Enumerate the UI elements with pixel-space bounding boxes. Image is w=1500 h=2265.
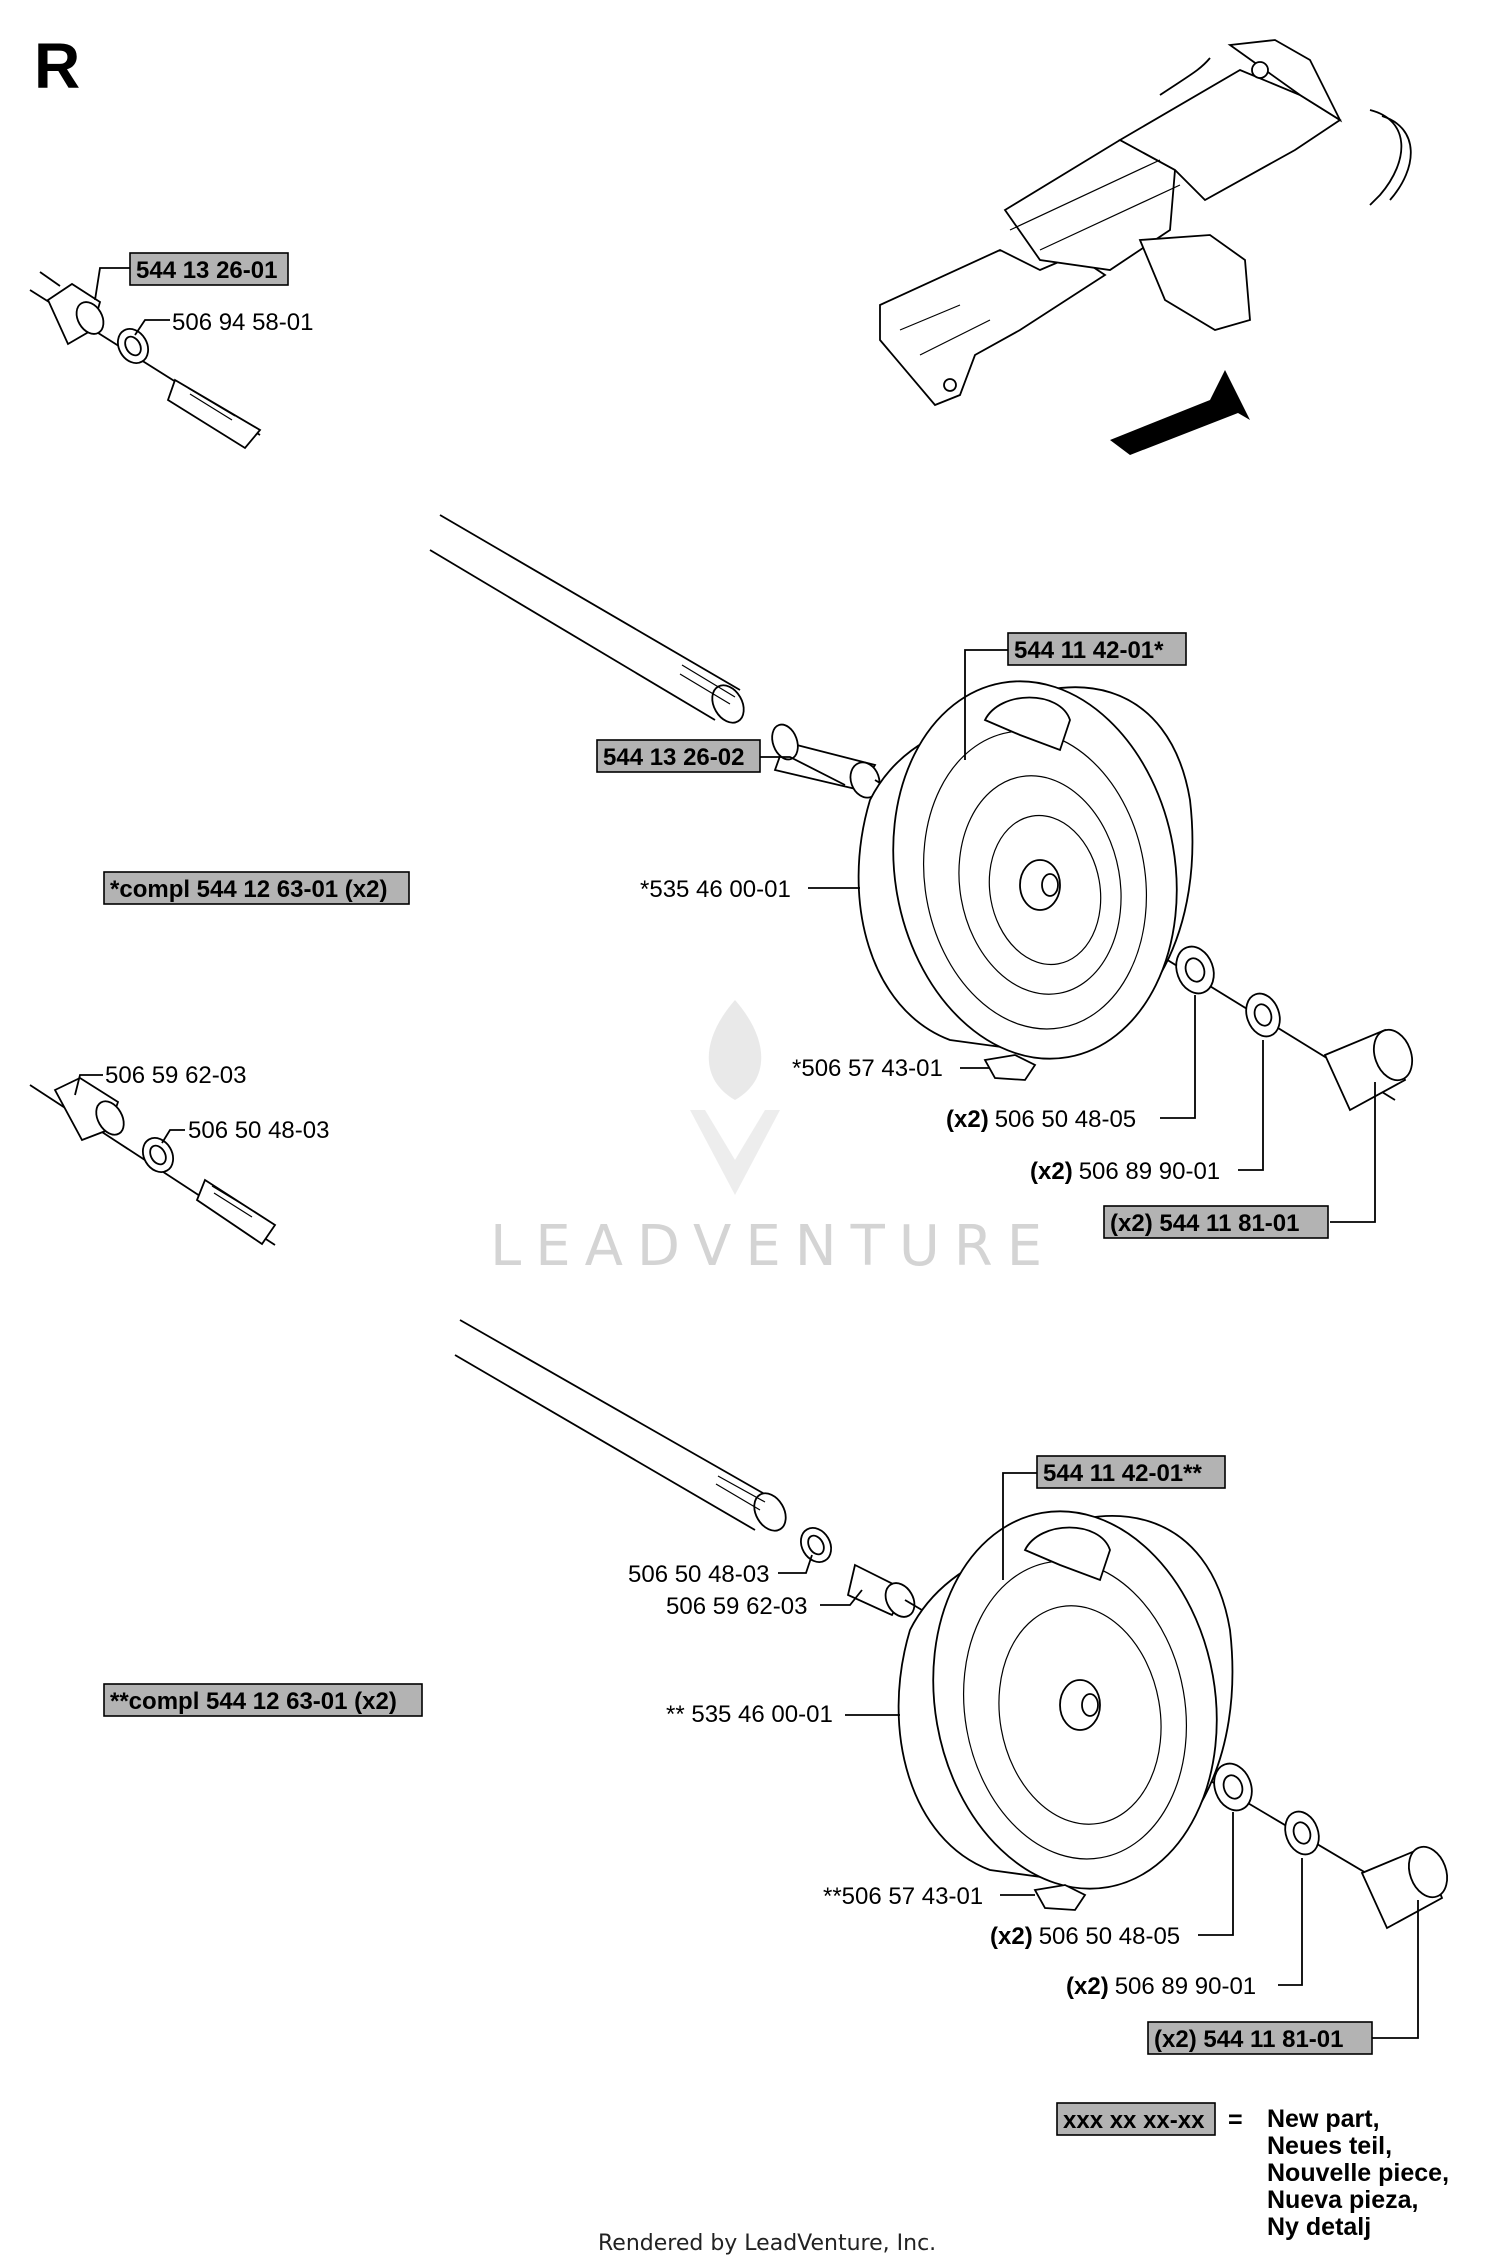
- legend: xxx xx xx-xx = New part, Neues teil, Nou…: [1056, 2102, 1449, 2241]
- middle-axle-detail: [29, 1076, 277, 1246]
- legend-box-text: xxx xx xx-xx: [1063, 2107, 1205, 2134]
- svg-text:**compl 544 12 63-01 (x2): **compl 544 12 63-01 (x2): [110, 1688, 397, 1715]
- tractor-frame-overview: [879, 39, 1412, 407]
- label-wheel1-valve: *506 57 43-01: [792, 1055, 943, 1082]
- svg-text:544 11 42-01**: 544 11 42-01**: [1043, 1460, 1202, 1487]
- label-wheel1-washer: (x2)506 50 48-05: [946, 1106, 1136, 1133]
- label-wheel1-kit: *compl 544 12 63-01 (x2): [103, 871, 410, 905]
- legend-swatch: [1056, 2102, 1216, 2136]
- svg-text:544 13 26-01: 544 13 26-01: [136, 257, 277, 284]
- watermark-logo: [690, 1000, 780, 1195]
- label-wheel1-tire: *535 46 00-01: [640, 876, 791, 903]
- label-wheel2-clip: (x2)506 89 90-01: [1066, 1973, 1256, 2000]
- label-mid-washer: 506 50 48-03: [188, 1117, 329, 1144]
- label-wheel2-cap: (x2) 544 11 81-01: [1147, 2021, 1373, 2055]
- svg-text:(x2) 544 11 81-01: (x2) 544 11 81-01: [1154, 2026, 1343, 2053]
- label-wheel1-cap: (x2) 544 11 81-01: [1103, 1205, 1329, 1239]
- label-wheel2-washer-a: 506 50 48-03: [628, 1561, 769, 1588]
- label-wheel2-valve: **506 57 43-01: [823, 1883, 983, 1910]
- svg-text:544 13 26-02: 544 13 26-02: [603, 744, 744, 771]
- svg-text:544 11 42-01*: 544 11 42-01*: [1014, 637, 1164, 664]
- footer-credit: Rendered by LeadVenture, Inc.: [598, 2231, 936, 2256]
- direction-arrow-icon: [1110, 370, 1250, 455]
- wheel-1-assembly: [429, 514, 1414, 1112]
- label-mid-spacer: 506 59 62-03: [105, 1062, 246, 1089]
- section-letter: R: [34, 30, 80, 102]
- label-top-spacer: 544 13 26-01: [129, 252, 289, 286]
- label-wheel2-spacer: 506 59 62-03: [666, 1593, 807, 1620]
- svg-text:(x2) 544 11 81-01: (x2) 544 11 81-01: [1110, 1210, 1299, 1237]
- label-wheel2-tire: ** 535 46 00-01: [666, 1701, 833, 1728]
- legend-line-1: New part,: [1267, 2105, 1380, 2133]
- legend-line-4: Nueva pieza,: [1267, 2186, 1418, 2214]
- watermark-text: LEADVENTURE: [490, 1214, 1056, 1279]
- label-wheel1-spacer: 544 13 26-02: [596, 739, 761, 773]
- legend-line-3: Nouvelle piece,: [1267, 2159, 1449, 2187]
- label-wheel2-kit: **compl 544 12 63-01 (x2): [103, 1683, 423, 1717]
- legend-equals: =: [1228, 2106, 1243, 2134]
- wheel-2-assembly: [454, 1319, 1449, 1930]
- label-wheel1-clip: (x2)506 89 90-01: [1030, 1158, 1220, 1185]
- top-axle-detail: [29, 271, 262, 450]
- svg-text:*compl 544 12 63-01 (x2): *compl 544 12 63-01 (x2): [110, 876, 388, 903]
- leader-lines: [74, 267, 1419, 2039]
- label-top-washer: 506 94 58-01: [172, 309, 313, 336]
- label-wheel2-rim: 544 11 42-01**: [1036, 1455, 1226, 1489]
- legend-line-5: Ny detalj: [1267, 2213, 1371, 2241]
- legend-line-2: Neues teil,: [1267, 2132, 1392, 2160]
- label-wheel2-washer: (x2)506 50 48-05: [990, 1923, 1180, 1950]
- label-wheel1-rim: 544 11 42-01*: [1007, 632, 1187, 666]
